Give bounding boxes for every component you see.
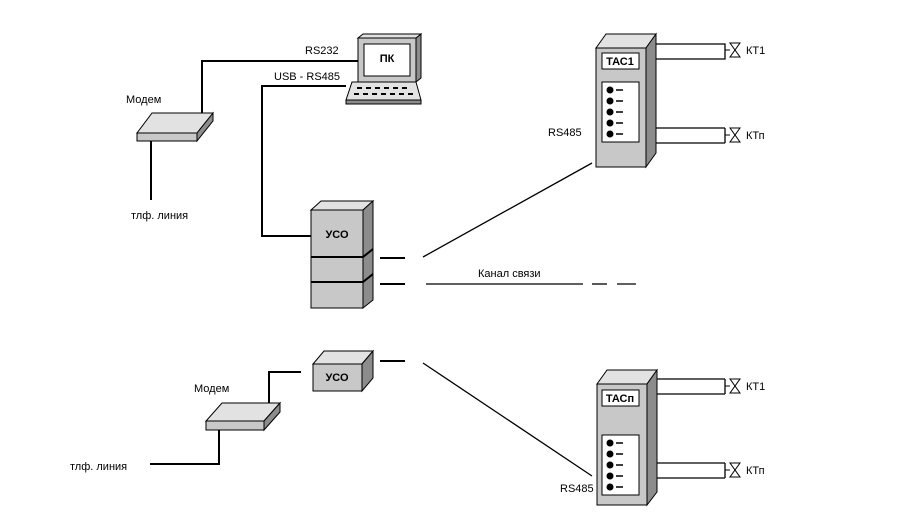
pc-computer-icon <box>345 32 423 105</box>
kt1-top-label: КТ1 <box>746 45 765 57</box>
uso-main-label: УСО <box>325 229 349 241</box>
uso-small-label: УСО <box>325 372 349 384</box>
rs485-bottom-line <box>422 362 593 477</box>
tas1-led-icon <box>606 86 623 138</box>
tas1-kt1-wire-a <box>656 43 726 56</box>
tasn-cabinet-icon <box>596 368 658 507</box>
tasn-led-icon <box>606 439 623 491</box>
tasn-ktn-valve-icon <box>725 462 741 478</box>
uso-small-icon <box>311 349 375 393</box>
kt1-bottom-label: КТ1 <box>746 381 765 393</box>
rs485-top-line <box>422 162 593 258</box>
rs232-label: RS232 <box>305 45 339 57</box>
modem-top-icon <box>136 111 215 143</box>
usb-rs485-label: USB - RS485 <box>274 71 340 83</box>
phone-line-top-label: тлф. линия <box>131 210 188 222</box>
tas1-label: ТАС1 <box>606 56 634 68</box>
keyboard-keys-icon <box>354 87 413 95</box>
ktn-top-label: КТп <box>746 130 765 142</box>
channel-label: Канал связи <box>478 268 541 280</box>
tas1-kt1-wire-b <box>656 56 726 60</box>
uso-rack-icon <box>309 199 375 310</box>
tas1-kt1-valve-icon <box>725 42 741 58</box>
usb-rs485-wire <box>261 85 346 237</box>
modem-top-label: Модем <box>126 94 161 106</box>
tas1-cabinet-icon <box>595 32 657 169</box>
phone-line-bottom-label: тлф. линия <box>70 461 127 473</box>
tas1-ktn-valve-icon <box>725 127 741 143</box>
pc-label: ПК <box>380 53 395 65</box>
modem-bottom-label: Модем <box>194 383 229 395</box>
uso-modem-wire <box>268 371 301 403</box>
ktn-bottom-label: КТп <box>746 465 765 477</box>
rs485-bottom-label: RS485 <box>560 483 594 495</box>
rs232-wire <box>201 60 358 113</box>
tasn-label: ТАСп <box>606 393 634 405</box>
rs485-top-label: RS485 <box>548 127 582 139</box>
phone-line-bottom-wire <box>150 430 220 465</box>
tasn-kt1-valve-icon <box>725 378 741 394</box>
modem-bottom-icon <box>204 401 282 432</box>
